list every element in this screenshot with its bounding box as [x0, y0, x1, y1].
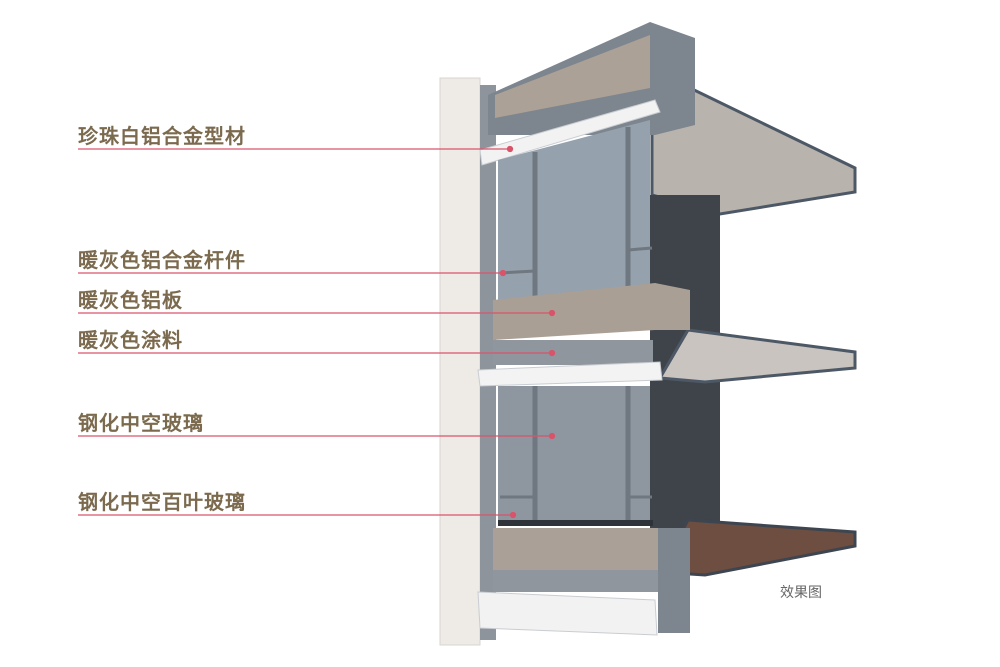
white-pillar [439, 77, 481, 646]
top-beige-panel [495, 35, 650, 118]
middle-beige-panel [493, 283, 690, 340]
bottom-sill [477, 591, 658, 636]
frame-column [480, 85, 496, 640]
top-sill [479, 99, 661, 166]
louver-sill [498, 520, 653, 526]
label-warm-gray-aluminum-rod: 暖灰色铝合金杆件 [78, 248, 246, 272]
label-warm-gray-paint: 暖灰色涂料 [78, 328, 183, 352]
label-tempered-insulated-louver-glass: 钢化中空百叶玻璃 [78, 490, 246, 514]
bottom-beige-panel [493, 528, 658, 570]
leader-dot [506, 145, 514, 153]
label-tempered-insulated-glass: 钢化中空玻璃 [78, 411, 204, 435]
leader-dot [548, 432, 556, 440]
bottom-wall-band [493, 570, 658, 592]
middle-sill [477, 361, 663, 387]
label-warm-gray-aluminum-panel: 暖灰色铝板 [78, 288, 183, 312]
leader-lines [78, 145, 556, 519]
upper-window-rail [627, 246, 653, 252]
leader-dot [548, 349, 556, 357]
rendering-caption: 效果图 [780, 585, 822, 601]
leader-dot [499, 269, 507, 277]
leader-dot [548, 309, 556, 317]
leader-dot [509, 511, 517, 519]
bottom-frame-section [658, 528, 690, 633]
label-pearl-white-aluminum-profile: 珍珠白铝合金型材 [78, 124, 246, 148]
middle-slab [657, 328, 857, 384]
